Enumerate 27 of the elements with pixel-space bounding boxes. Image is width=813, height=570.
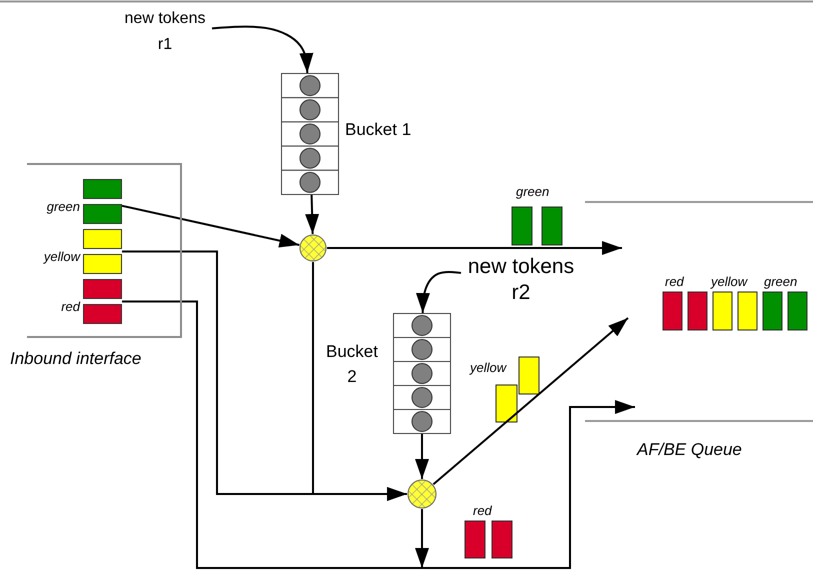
packet-label: green bbox=[516, 184, 550, 200]
packet-label: yellow bbox=[44, 249, 80, 264]
arrow bbox=[212, 26, 314, 74]
arrow bbox=[432, 317, 629, 486]
queue-label: AF/BE Queue bbox=[637, 440, 742, 460]
meter-circle bbox=[407, 479, 437, 509]
arrow bbox=[327, 241, 622, 255]
packet-label: red bbox=[473, 503, 492, 519]
panel-heading: Inbound interface bbox=[10, 349, 142, 369]
bucket-label: Bucket 1 bbox=[345, 119, 412, 141]
packet-label: yellow bbox=[470, 360, 506, 376]
arrow bbox=[416, 270, 462, 314]
packet-label: green bbox=[764, 274, 798, 290]
arrow bbox=[415, 509, 429, 568]
packet-label: green bbox=[46, 199, 80, 214]
token-rate-label: new tokens r1 bbox=[118, 6, 212, 58]
arrow bbox=[122, 250, 407, 501]
arrow bbox=[122, 300, 635, 569]
packet-label: yellow bbox=[711, 274, 748, 290]
arrow bbox=[415, 434, 429, 479]
packet-label: red bbox=[665, 274, 684, 290]
bucket-label: Bucket 2 bbox=[325, 341, 379, 388]
arrow bbox=[122, 204, 300, 248]
token-rate-label: new tokens r2 bbox=[461, 254, 581, 306]
meter-circle bbox=[299, 234, 327, 262]
arrow bbox=[305, 194, 320, 234]
packet-label: red bbox=[61, 299, 80, 314]
